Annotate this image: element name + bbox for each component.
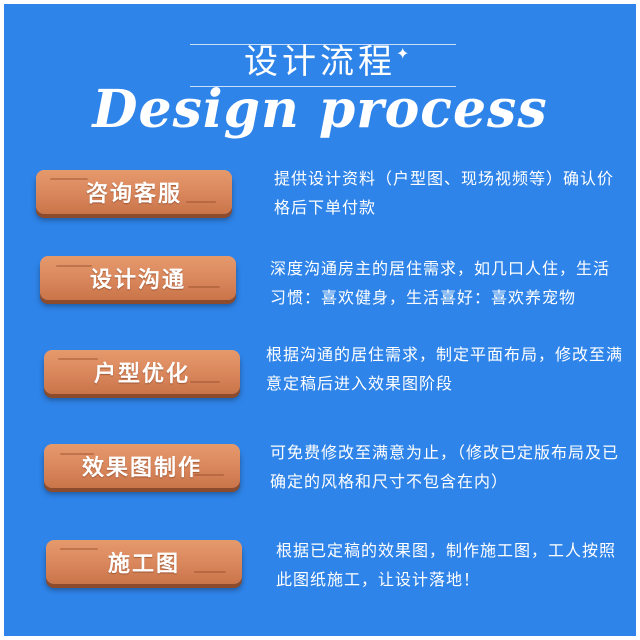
title-line-top	[190, 44, 456, 45]
step-description: 深度沟通房主的居住需求，如几口人住，生活习惯：喜欢健身，生活喜好：喜欢养宠物	[270, 259, 611, 307]
step-button-communicate[interactable]: 设计沟通	[40, 256, 236, 300]
page-title: 设计流程	[244, 42, 396, 82]
step-description: 可免费修改至满意为止，（修改已定版布局及已确定的风格和尺寸不包含在内）	[270, 443, 620, 491]
step-button-consult[interactable]: 咨询客服	[36, 170, 232, 214]
step-button-construction[interactable]: 施工图	[46, 540, 242, 584]
poster-frame: 设计流程 ✦ Design process 咨询客服 提供设计资料（户型图、现场…	[4, 4, 636, 636]
step-label: 施工图	[107, 552, 180, 577]
sparkle-icon: ✦	[396, 44, 410, 63]
step-button-layout[interactable]: 户型优化	[44, 350, 240, 394]
title-line-bottom	[190, 86, 456, 87]
step-label: 效果图制作	[81, 456, 202, 481]
step-label: 咨询客服	[85, 182, 182, 207]
step-description: 提供设计资料（户型图、现场视频等）确认价格后下单付款	[274, 169, 615, 217]
step-description: 根据已定稿的效果图，制作施工图，工人按照此图纸施工，让设计落地！	[276, 541, 617, 589]
step-button-rendering[interactable]: 效果图制作	[44, 444, 240, 488]
step-label: 户型优化	[93, 362, 190, 387]
step-label: 设计沟通	[89, 268, 186, 293]
page-subtitle: Design process	[92, 79, 548, 140]
step-description: 根据沟通的居住需求，制定平面布局，修改至满意定稿后进入效果图阶段	[266, 345, 624, 393]
